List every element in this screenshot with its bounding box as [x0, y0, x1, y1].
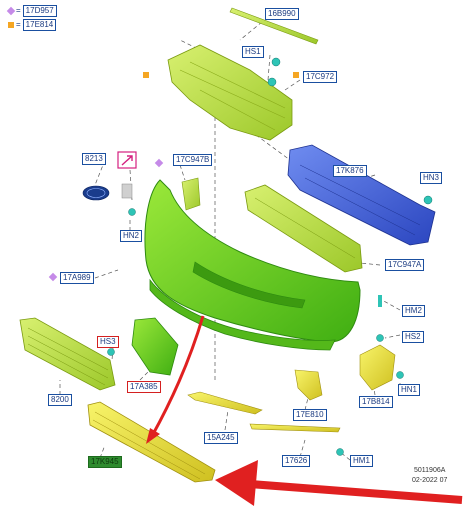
- callout-HN3[interactable]: HN3: [420, 172, 443, 184]
- reference-code: 5011906A: [414, 467, 446, 474]
- bracket-17C947B: [181, 177, 201, 211]
- callout-17K876[interactable]: 17K876: [333, 165, 367, 177]
- part-17E810: [294, 369, 323, 401]
- callout-16B990[interactable]: 16B990: [265, 8, 299, 20]
- callout-17A385[interactable]: 17A385: [127, 381, 161, 393]
- bezel-17B814: [359, 344, 396, 391]
- red-arrow-left: [249, 480, 463, 504]
- callout-17B814[interactable]: 17B814: [359, 396, 393, 408]
- callout-17626[interactable]: 17626: [282, 455, 311, 467]
- new-part-arrow: [121, 155, 133, 166]
- callout-HN2[interactable]: HN2: [120, 230, 143, 242]
- upper-bracket: [167, 44, 293, 141]
- callout-17K945[interactable]: 17K945: [88, 456, 122, 468]
- callout-15A245[interactable]: 15A245: [204, 432, 238, 444]
- emblem-inner: [86, 188, 106, 198]
- absorber-ribs: [254, 197, 356, 259]
- grille-17K945-slats: [92, 411, 206, 480]
- legend-code-2[interactable]: 17E814: [22, 19, 57, 31]
- small-part: [121, 183, 133, 199]
- legend-equals: =: [16, 20, 21, 29]
- lower-grille-slats: [27, 327, 109, 386]
- red-arrow-left-head: [215, 460, 258, 506]
- legend-equals: =: [16, 6, 21, 15]
- impact-beam-ribs: [299, 164, 421, 236]
- callout-HM2[interactable]: HM2: [402, 305, 425, 317]
- square-icon: [8, 22, 14, 28]
- markers: [48, 72, 299, 282]
- callout-17A989[interactable]: 17A989: [60, 272, 94, 284]
- absorber-17C947A: [244, 184, 363, 273]
- lower-grille-8200: [19, 317, 116, 391]
- legend-item-1: = 17D957: [6, 5, 57, 17]
- callout-17C947A[interactable]: 17C947A: [385, 259, 425, 271]
- panel-17A385: [131, 317, 179, 376]
- diamond-icon: [6, 6, 16, 16]
- callout-17E810[interactable]: 17E810: [293, 409, 327, 421]
- callout-17C947B[interactable]: 17C947B: [173, 154, 213, 166]
- red-arrow-down-head: [146, 428, 160, 444]
- red-arrow-down: [150, 315, 205, 437]
- callout-17C972[interactable]: 17C972: [303, 71, 338, 83]
- callout-8200[interactable]: 8200: [48, 394, 72, 406]
- fasteners: [107, 57, 433, 456]
- trim-strip-16B990: [229, 7, 319, 45]
- strip-15A245: [187, 391, 263, 415]
- callout-HS1[interactable]: HS1: [242, 46, 264, 58]
- callout-HS3[interactable]: HS3: [97, 336, 119, 348]
- callout-HN1[interactable]: HN1: [398, 384, 421, 396]
- legend-code-1[interactable]: 17D957: [22, 5, 57, 17]
- legend-item-2: = 17E814: [8, 19, 57, 31]
- upper-bracket-ribs: [179, 61, 286, 131]
- emblem-8213: [82, 185, 110, 201]
- callout-8213[interactable]: 8213: [82, 153, 106, 165]
- reference-date: 02-2022 07: [412, 477, 448, 484]
- strip-17626: [249, 423, 341, 433]
- grille-17K945: [87, 401, 216, 483]
- callout-HM1[interactable]: HM1: [350, 455, 373, 467]
- callout-HS2[interactable]: HS2: [402, 331, 424, 343]
- bumper-lower-lip: [149, 278, 336, 351]
- bumper-grille-opening: [192, 261, 306, 309]
